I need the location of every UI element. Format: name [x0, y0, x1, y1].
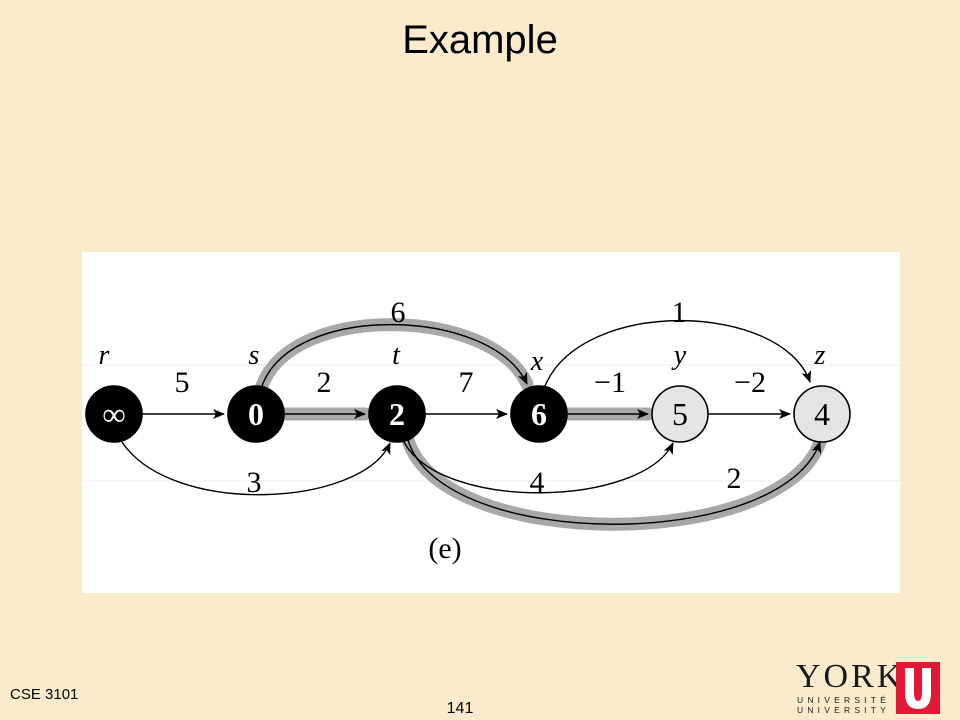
figure-caption: (e) — [428, 532, 461, 565]
edge-weight-t-x: 7 — [459, 366, 474, 399]
course-code: CSE 3101 — [10, 686, 79, 703]
node-distance-z: 4 — [814, 396, 830, 432]
node-z — [793, 385, 851, 443]
edge-weight-x-y: −1 — [594, 366, 626, 399]
node-name-t: t — [392, 340, 401, 371]
node-name-r: r — [99, 340, 110, 371]
graph-figure: ∞ 0 2 6 5 4 5 2 7 −1 −2 6 1 3 4 2 r s t x y z (e) — [82, 252, 900, 593]
node-distance-s: 0 — [248, 396, 264, 432]
logo-line-french: UNIVERSITÉ — [797, 695, 891, 705]
edge-s-x — [261, 323, 528, 387]
edge-t-z — [407, 439, 822, 525]
slide-title: Example — [402, 18, 558, 62]
edge-weight-s-x: 6 — [391, 296, 406, 329]
york-university-logo: YORK UNIVERSITÉ UNIVERSITY — [792, 658, 942, 716]
edge-weight-y-z: −2 — [734, 366, 766, 399]
node-x — [510, 385, 568, 443]
york-u-emblem-icon — [896, 662, 940, 714]
node-r — [85, 385, 143, 443]
node-y — [651, 385, 709, 443]
edge-t-y — [403, 441, 674, 494]
edge-weight-s-t: 2 — [317, 366, 332, 399]
node-t — [368, 385, 426, 443]
node-distance-y: 5 — [672, 396, 688, 432]
edge-weight-r-s: 5 — [175, 366, 190, 399]
node-distance-x: 6 — [531, 396, 547, 432]
edge-weight-t-y: 4 — [530, 466, 545, 499]
node-name-x: x — [530, 346, 544, 377]
logo-wordmark: YORK — [796, 658, 905, 695]
node-distance-r: ∞ — [103, 396, 126, 432]
edge-weight-r-t: 3 — [247, 466, 262, 499]
graph-svg: ∞ 0 2 6 5 4 5 2 7 −1 −2 6 1 3 4 2 r s t x y z (e) — [82, 296, 900, 565]
node-s — [227, 385, 285, 443]
node-distance-t: 2 — [389, 396, 405, 432]
edge-weight-t-z: 2 — [727, 462, 742, 495]
node-name-s: s — [249, 340, 260, 371]
node-name-y: y — [671, 340, 687, 371]
node-name-z: z — [814, 340, 826, 371]
logo-line-english: UNIVERSITY — [797, 705, 891, 715]
edge-x-z — [544, 319, 812, 387]
page-number: 141 — [446, 700, 474, 717]
edge-r-t — [121, 441, 391, 496]
edge-weight-x-z: 1 — [672, 296, 687, 329]
